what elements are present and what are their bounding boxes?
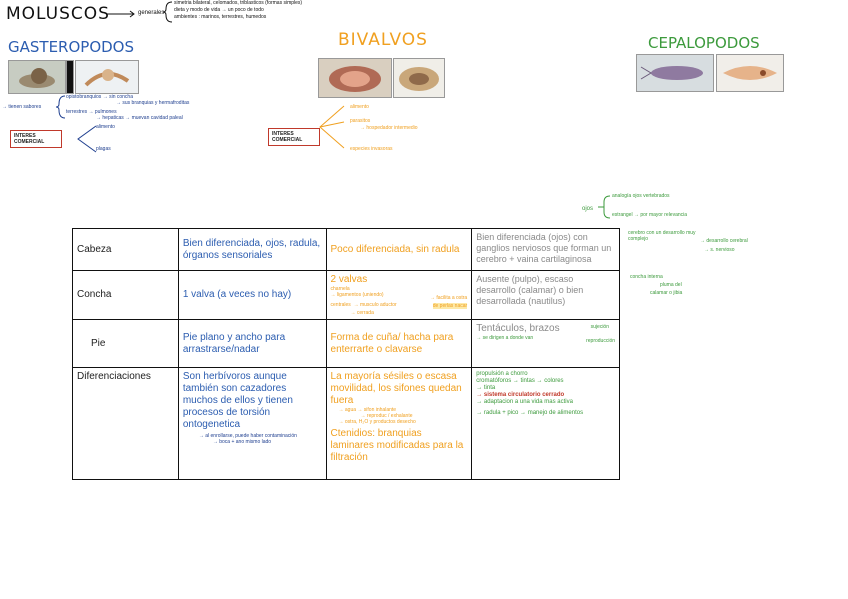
- bivalvo-note-2: parasitos: [350, 118, 371, 124]
- page-title: MOLUSCOS: [6, 4, 110, 24]
- cefalo-concha-2: pluma del: [660, 282, 682, 288]
- cefalo-cerebro-3: → s. nervioso: [704, 247, 735, 253]
- table-row: Concha 1 valva (a veces no hay) 2 valvas…: [72, 270, 620, 320]
- cefalo-dif-note-5: → adaptacion a una vida mas activa: [476, 399, 573, 405]
- gastero-note-1: opistobranquios → sin concha: [66, 94, 133, 100]
- row-head-diferenciaciones: Diferenciaciones: [72, 367, 179, 480]
- cell-gastero-dif: Son herbívoros aunque también son cazado…: [177, 367, 327, 480]
- table-row: Pie Pie plano y ancho para arrastrarse/n…: [72, 319, 620, 368]
- cefalo-dif-note-6: → radula + pico → manejo de alimentos: [476, 410, 584, 416]
- row-head-cabeza: Cabeza: [72, 228, 179, 271]
- cefalo-ojos-2: estrangel → por mayor relevancia: [612, 212, 688, 218]
- bivalve-anatomy-image: [393, 58, 445, 98]
- gastero-interes-box: INTERES COMERCIAL: [10, 130, 62, 148]
- cefalo-ojos-1: analogía ojos vertebrados: [612, 193, 670, 199]
- brace-icon: [598, 195, 611, 219]
- arrow-icon: [106, 10, 135, 18]
- squid-anatomy-image: [716, 54, 784, 92]
- snail-anatomy-image: [75, 60, 139, 94]
- bivalvo-concha-note-7: de perlas nacar: [432, 303, 468, 309]
- cell-bivalvo-concha: 2 valvas charnela → ligamentos (uniendo)…: [325, 270, 473, 320]
- general-note-1: simetria bilateral, celomados, triblasti…: [174, 0, 303, 6]
- cefalo-dif-note-2: cromatóforos → tintas → colores: [476, 378, 564, 384]
- snail-image: [8, 60, 66, 94]
- cell-cefalo-pie: Tentáculos, brazos → se dirigen a donde …: [471, 319, 620, 368]
- bivalvo-concha-note-4: → musculo aductor: [353, 302, 397, 308]
- cefalo-pie-note-2: sujeción: [590, 324, 609, 330]
- cell-bivalvo-pie: Forma de cuña/ hacha para enterrarte o c…: [325, 319, 473, 368]
- cell-cefalo-cabeza: Bien diferenciada (ojos) con ganglios ne…: [471, 228, 620, 271]
- cell-cefalo-dif: propulsión a chorro cromatóforos → tinta…: [471, 367, 620, 480]
- bivalvo-note-3: → hospedador intermedio: [360, 125, 418, 131]
- gastero-dif-note-1: → al enrollarse, puede haber contaminaci…: [198, 433, 297, 439]
- cefalo-pie-note-1: → se dirigen a donde van: [476, 335, 534, 341]
- gasteropodos-title: GASTEROPODOS: [8, 38, 135, 56]
- row-head-pie: Pie: [72, 319, 179, 368]
- bivalvo-concha-note-2: → ligamentos (uniendo): [330, 292, 384, 298]
- gastero-interes-2: plagas: [96, 146, 111, 152]
- cefalo-pie-note-3: reproducción: [586, 338, 615, 344]
- bivalvo-concha-note-6: → facilita a ostra: [429, 295, 468, 301]
- cefalo-dif-note-1: propulsión a chorro: [476, 371, 528, 377]
- bivalvos-title: BIVALVOS: [338, 30, 428, 50]
- gastero-note-3: → hepaticas → muevan cavidad paleal: [96, 115, 183, 121]
- bivalve-image: [318, 58, 392, 98]
- bivalvo-concha-note-1: charnela: [330, 286, 350, 292]
- cefalo-dif-note-3: → tinta: [476, 385, 496, 391]
- bivalvo-dif-main-2: Ctenidios: branquias laminares modificad…: [330, 428, 464, 463]
- gastero-note-1b: → sus branquias y hermafroditas: [116, 100, 190, 106]
- cefalo-concha-1: concha interna: [630, 274, 663, 280]
- bivalvo-dif-note-1: → agua → sifon inhalante: [338, 407, 397, 413]
- bivalvo-note-1: alimento: [350, 104, 369, 110]
- gastero-note-2: terrestres → pulmones: [66, 109, 117, 115]
- bivalvo-note-4: especies invasoras: [350, 146, 393, 152]
- bivalvo-concha-note-3: centrales: [330, 302, 351, 308]
- squid-image: [636, 54, 714, 92]
- cefalo-ojos: ojos: [582, 206, 594, 212]
- cell-bivalvo-cabeza: Poco diferenciada, sin radula: [325, 228, 473, 271]
- generales-label: generales: [138, 10, 165, 16]
- bivalvo-concha-note-5: → cerrada: [350, 310, 374, 316]
- cefalopodos-title: CEPALOPODOS: [648, 34, 760, 52]
- bivalvo-interes-box: INTERES COMERCIAL: [268, 128, 320, 146]
- general-note-2: dieta y modo de vida → un poco de todo: [174, 7, 264, 13]
- cell-gastero-concha: 1 valva (a veces no hay): [177, 270, 327, 320]
- comparison-table: Cabeza Bien diferenciada, ojos, radula, …: [72, 228, 620, 480]
- table-row: Cabeza Bien diferenciada, ojos, radula, …: [72, 228, 620, 271]
- cefalo-pie-main: Tentáculos, brazos: [476, 323, 560, 334]
- gastero-interes-1: alimento: [96, 124, 115, 130]
- bivalvo-dif-main: La mayoría sésiles o escasa movilidad, l…: [330, 371, 462, 406]
- cell-bivalvo-dif: La mayoría sésiles o escasa movilidad, l…: [325, 367, 473, 480]
- table-row: Diferenciaciones Son herbívoros aunque t…: [72, 367, 620, 480]
- bivalvo-dif-note-3: → ostra, H₂O y productos desecho: [338, 419, 416, 425]
- bivalvo-concha-main: 2 valvas: [330, 274, 368, 285]
- cefalo-cerebro-2: → desarrollo cerebral: [700, 238, 748, 244]
- brace-icon: [163, 1, 173, 23]
- cefalo-concha-3: calamar o jibia: [650, 290, 683, 296]
- bivalvo-dif-note-2: → reproduc / exhalante: [360, 413, 413, 419]
- branch-icon: [77, 125, 97, 153]
- gastero-note-left: → tienen sabores: [2, 104, 42, 110]
- cell-cefalo-concha: Ausente (pulpo), escaso desarrollo (cala…: [471, 270, 620, 320]
- row-head-concha: Concha: [72, 270, 179, 320]
- branch-icon: [319, 105, 345, 149]
- cefalo-cerebro-1: cerebro con un desarrollo muy complejo: [628, 230, 696, 242]
- general-note-3: ambientes : marinos, terrestres, humedos: [174, 14, 267, 20]
- gastero-dif-note-2: → boca + ano mismo lado: [212, 439, 272, 445]
- cell-gastero-pie: Pie plano y ancho para arrastrarse/nadar: [177, 319, 327, 368]
- cell-gastero-cabeza: Bien diferenciada, ojos, radula, órganos…: [177, 228, 327, 271]
- snail-image-dark: [66, 60, 74, 94]
- cefalo-dif-note-4: → sistema circulatorio cerrado: [476, 392, 565, 398]
- brace-icon: [56, 95, 66, 119]
- gastero-dif-main: Son herbívoros aunque también son cazado…: [182, 371, 293, 430]
